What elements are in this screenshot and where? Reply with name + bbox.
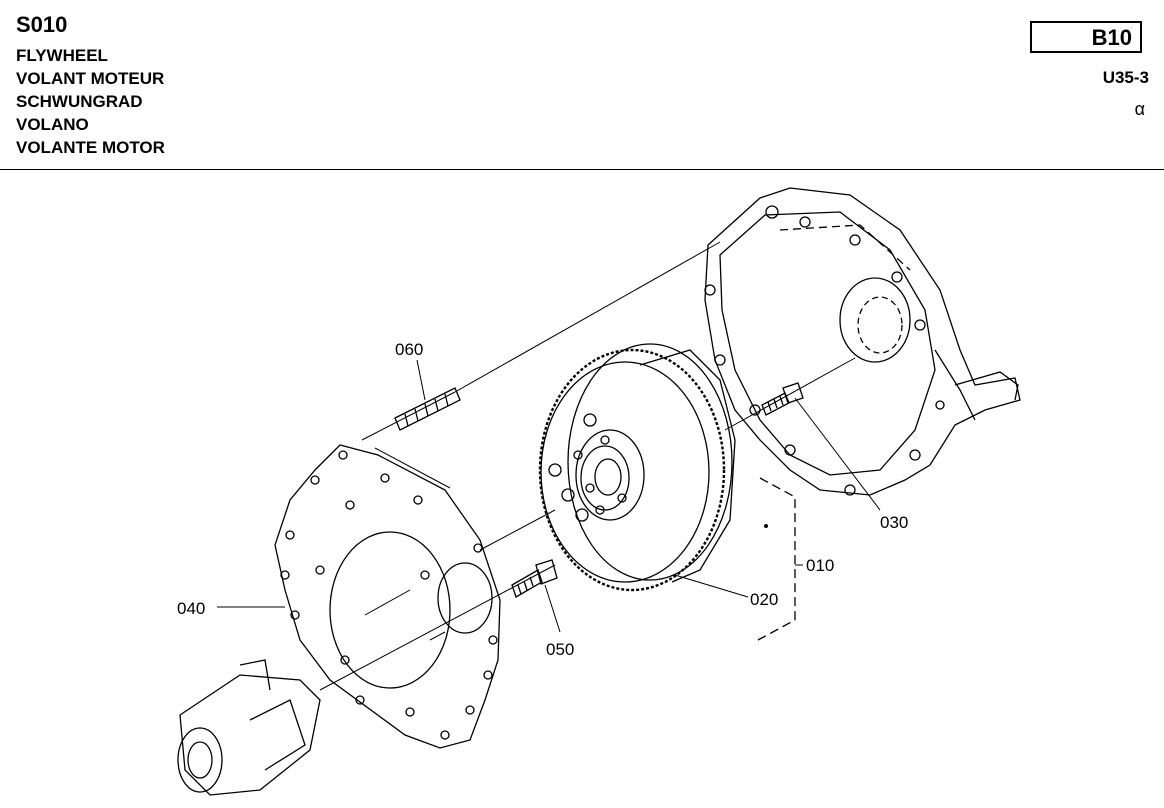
leader-lines xyxy=(217,359,881,633)
bolt-030 xyxy=(761,382,804,416)
end-plate xyxy=(274,444,501,749)
leader-050 xyxy=(544,584,561,633)
bracket-dot xyxy=(764,524,768,528)
title-fr: VOLANT MOTEUR xyxy=(16,69,165,88)
callout-060: 060 xyxy=(395,340,423,359)
callout-020: 020 xyxy=(750,590,778,609)
stud-bolt xyxy=(394,387,461,431)
bolt-050 xyxy=(511,559,558,598)
flywheel xyxy=(538,343,736,592)
flywheel-housing xyxy=(704,187,1021,496)
group-box: B10 xyxy=(1030,21,1142,53)
callout-030: 030 xyxy=(880,513,908,532)
title-de: SCHWUNGRAD xyxy=(16,92,143,111)
leader-020 xyxy=(674,574,749,598)
section-code: S010 xyxy=(16,12,68,37)
assembly-bracket-010 xyxy=(757,477,796,641)
leader-060 xyxy=(416,359,426,401)
title-list: FLYWHEEL VOLANT MOTEUR SCHWUNGRAD VOLANO… xyxy=(16,44,165,159)
variant-symbol: α xyxy=(1134,99,1145,119)
callout-040: 040 xyxy=(177,599,205,618)
page-header: S010 FLYWHEEL VOLANT MOTEUR SCHWUNGRAD V… xyxy=(0,0,1164,170)
title-en: FLYWHEEL xyxy=(16,46,108,65)
callout-050: 050 xyxy=(546,640,574,659)
callout-010: 010 xyxy=(806,556,834,575)
starter-motor xyxy=(177,659,321,796)
title-es: VOLANTE MOTOR xyxy=(16,138,165,157)
model-code: U35-3 xyxy=(1102,68,1149,87)
header-rule xyxy=(0,169,1164,170)
alignment-lines xyxy=(319,241,856,691)
title-it: VOLANO xyxy=(16,115,89,134)
group-code: B10 xyxy=(1091,25,1132,50)
leader-030 xyxy=(794,397,881,511)
